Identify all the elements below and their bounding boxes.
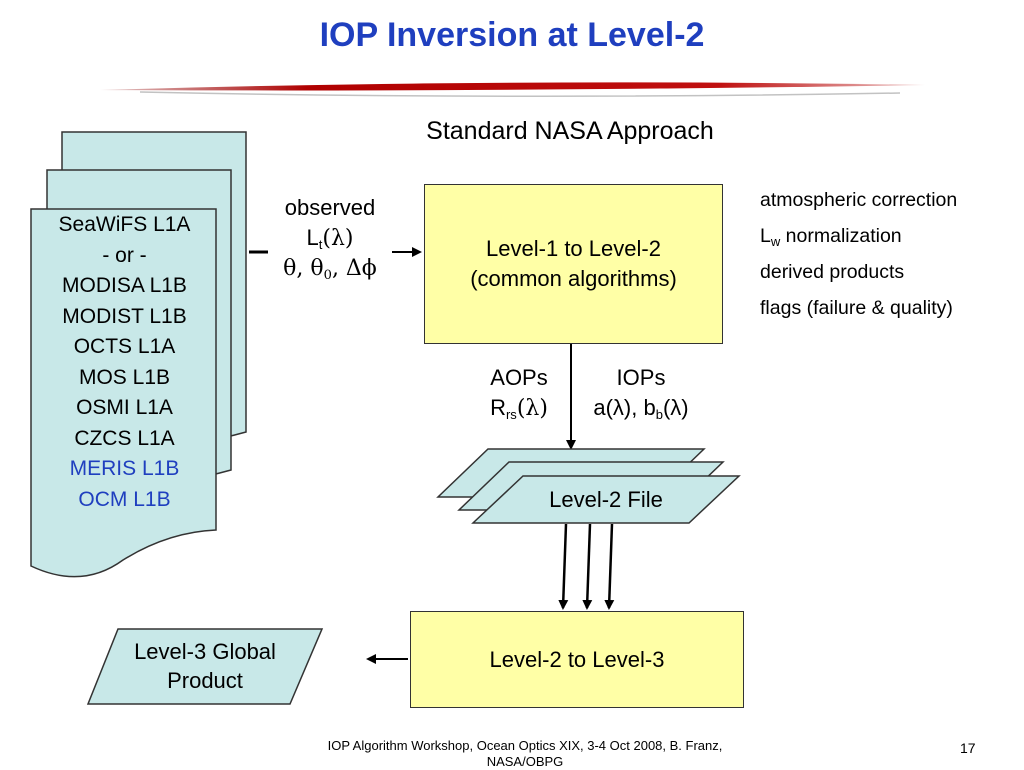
input-document-front [30,208,217,578]
input-source: CZCS L1A [74,426,175,450]
iops-title: IOPs [616,365,666,390]
input-source: MOS L1B [78,365,171,389]
level2file-to-level3-arrow-2 [582,523,593,610]
level2-file-front [471,475,741,524]
level2-to-level3-box: Level-2 to Level-3 [410,611,744,708]
title-underline-swoosh [100,82,925,98]
input-source: MODIST L1B [62,304,187,328]
observed-radiance: Lt(λ) [306,225,354,252]
input-document-stack [30,131,247,578]
input-source-highlighted: MERIS L1B [69,457,180,480]
processing-notes: atmospheric correction Lw normalization … [760,182,957,326]
level3-product-line: Product [167,668,243,693]
observed-inputs-label: observed Lt(λ) θ, θ0, Δϕ [268,193,392,284]
level3-product-line: Level-3 Global [134,639,276,664]
level2-file-stack [436,448,741,524]
iops-label: IOPs a(λ), bb(λ) [578,363,704,423]
slide-footer: IOP Algorithm Workshop, Ocean Optics XIX… [285,738,765,770]
iops-coefficients: a(λ), bb(λ) [593,395,689,422]
observed-title: observed [284,195,376,220]
diagram-subtitle: Standard NASA Approach [426,117,714,145]
note-item: flags (failure & quality) [760,297,953,319]
input-sources-list: SeaWiFS L1A - or - MODISA L1B MODIST L1B… [32,210,217,515]
level2file-to-level3-arrow-3 [604,523,615,610]
input-source-highlighted: OCM L1B [78,487,171,511]
level1-box-subtitle: (common algorithms) [470,266,677,291]
note-item: atmospheric correction [760,189,958,211]
level3-product-label: Level-3 Global Product [98,637,312,695]
level1-to-level2-box: Level-1 to Level-2 (common algorithms) [424,184,723,344]
level3-product-shape [86,628,324,705]
slide-title: IOP Inversion at Level-2 [319,16,705,54]
footer-line: IOP Algorithm Workshop, Ocean Optics XIX… [327,738,723,753]
footer-line: NASA/OBPG [486,754,564,769]
note-item: Lw normalization [760,225,902,249]
aops-label: AOPs Rrs(λ) [476,363,562,424]
input-source: OCTS L1A [73,335,176,358]
level1-box-title: Level-1 to Level-2 [486,236,661,261]
note-item: derived products [760,261,905,283]
input-source: SeaWiFS L1A [58,213,191,236]
level2-box-label: Level-2 to Level-3 [489,646,665,672]
page-number: 17 [960,740,976,756]
input-source: OSMI L1A [76,396,173,419]
input-source: MODISA L1B [62,274,187,297]
aops-title: AOPs [490,365,548,390]
observed-angles: θ, θ0, Δϕ [283,256,377,283]
level2-file-label: Level-2 File [549,487,663,512]
input-source-separator: - or - [102,243,147,267]
level2file-to-level3-arrow-1 [558,523,569,610]
aops-reflectance: Rrs(λ) [490,395,548,422]
